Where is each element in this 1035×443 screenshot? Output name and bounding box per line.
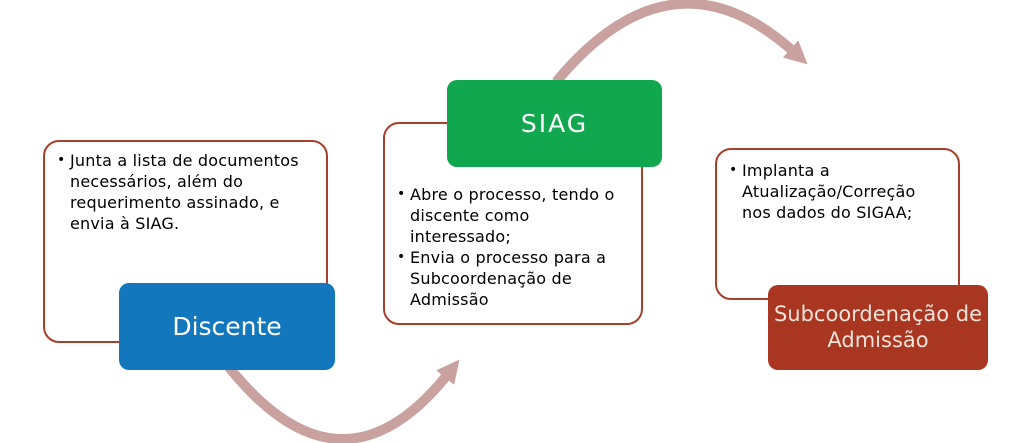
- bullet-text: Implanta a Atualização/Correção nos dado…: [742, 161, 916, 222]
- bullet-icon: •: [57, 152, 66, 168]
- subcoordenacao-bullet-list: • Implanta a Atualização/Correção nos da…: [729, 160, 950, 223]
- list-item: • Abre o processo, tendo o discente como…: [397, 184, 633, 247]
- bullet-text: Junta a lista de documentos necessários,…: [70, 151, 299, 233]
- discente-label: Discente: [172, 312, 282, 341]
- bullet-text: Envia o processo para a Subcoordenação d…: [410, 248, 607, 309]
- bullet-icon: •: [397, 249, 406, 265]
- arrow-discente-to-siag: [224, 359, 460, 443]
- bullet-text: Abre o processo, tendo o discente como i…: [410, 185, 615, 246]
- card-discente-notes: • Junta a lista de documentos necessário…: [43, 140, 328, 343]
- list-item: • Implanta a Atualização/Correção nos da…: [729, 160, 950, 223]
- discente-bullet-list: • Junta a lista de documentos necessário…: [57, 150, 318, 234]
- bullet-icon: •: [397, 186, 406, 202]
- bullet-icon: •: [729, 162, 738, 178]
- card-subcoordenacao-notes: • Implanta a Atualização/Correção nos da…: [715, 148, 960, 300]
- discente-label-box: Discente: [119, 283, 335, 370]
- list-item: • Envia o processo para a Subcoordenação…: [397, 247, 633, 310]
- siag-bullet-list: • Abre o processo, tendo o discente como…: [397, 184, 633, 310]
- subcoordenacao-label-box: Subcoordenação de Admissão: [768, 285, 988, 370]
- arrow-siag-to-subcoordenacao: [552, 0, 808, 86]
- list-item: • Junta a lista de documentos necessário…: [57, 150, 318, 234]
- siag-label: SIAG: [520, 109, 589, 138]
- subcoordenacao-label: Subcoordenação de Admissão: [773, 302, 983, 352]
- siag-label-box: SIAG: [447, 80, 662, 167]
